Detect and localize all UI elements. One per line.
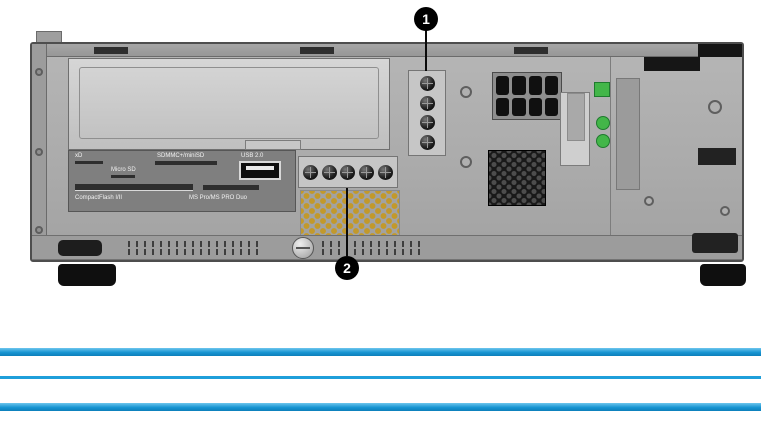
vent-dashes <box>128 239 262 257</box>
chassis-foot <box>58 264 116 286</box>
chassis-left-rail <box>32 44 47 260</box>
vent-dash-row <box>322 249 426 255</box>
guide-screws-column <box>408 70 446 156</box>
ms-pro-slot-label: MS Pro/MS PRO Duo <box>189 195 248 201</box>
ms-pro-slot <box>203 185 259 190</box>
screw-icon <box>340 164 356 180</box>
screw-hole-icon <box>35 148 43 156</box>
connector-pin <box>512 97 526 116</box>
flat-screw-icon <box>292 237 314 259</box>
screw-hole-icon <box>460 156 472 168</box>
usb-port <box>239 161 281 180</box>
vent-dash-row <box>322 241 426 247</box>
top-rail-slot <box>94 47 128 54</box>
chassis-foot <box>700 264 746 286</box>
optical-bay-shield <box>79 67 379 139</box>
connector-pin <box>544 76 558 95</box>
led-icon <box>596 134 610 148</box>
xd-slot <box>75 161 103 164</box>
usb-port-label: USB 2.0 <box>241 153 264 159</box>
connector-pin <box>496 76 510 95</box>
screw-icon <box>419 75 435 91</box>
sdmmc-slot-label: SDMMC+/miniSD <box>157 153 205 159</box>
screw-icon <box>419 135 435 151</box>
rear-port-block <box>698 148 736 165</box>
connector-vent-block <box>488 150 546 206</box>
screw-hole-icon <box>644 196 654 206</box>
callout-1-badge: 1 <box>414 7 438 31</box>
callout-2-leader <box>346 188 348 256</box>
connector-pin <box>528 76 542 95</box>
bottom-latch <box>692 233 738 253</box>
callout-1-number: 1 <box>422 11 430 27</box>
connector-pin <box>496 97 510 116</box>
screw-hole-icon <box>720 206 730 216</box>
bottom-slot <box>58 240 102 256</box>
table-rule-top <box>0 348 761 356</box>
power-led-block <box>594 82 610 97</box>
led-icon <box>596 116 610 130</box>
screw-hole-icon <box>460 86 472 98</box>
psu-corner-vent <box>698 44 742 57</box>
screw-hole-icon <box>35 226 43 234</box>
micro-sd-slot <box>111 175 135 178</box>
screw-icon <box>419 95 435 111</box>
optical-drive-bay <box>68 58 390 150</box>
power-connector <box>492 72 562 120</box>
screw-icon <box>302 164 318 180</box>
top-rail-slot <box>514 47 548 54</box>
micro-sd-slot-label: Micro SD <box>111 167 136 173</box>
compactflash-slot-label: CompactFlash I/II <box>75 195 123 201</box>
psu-divider <box>610 57 611 235</box>
callout-1-leader <box>425 30 427 71</box>
psu-vent-band <box>644 57 700 71</box>
screw-icon <box>419 115 435 131</box>
connector-pin <box>528 97 542 116</box>
chassis-body: xD Micro SD SDMMC+/miniSD USB 2.0 Compac… <box>30 42 744 262</box>
screw-hole-icon <box>35 68 43 76</box>
compactflash-slot <box>75 184 193 191</box>
front-vent-honeycomb <box>300 190 400 242</box>
screw-hole-icon <box>708 100 722 114</box>
chassis-top-tab <box>36 31 62 44</box>
chassis-bottom-strip <box>32 235 742 260</box>
psu-channel <box>616 78 640 190</box>
guide-screws-row <box>298 156 398 188</box>
screw-icon <box>359 164 375 180</box>
connector-pin <box>544 97 558 116</box>
sdmmc-slot <box>155 161 217 165</box>
table-rule-middle <box>0 376 761 379</box>
table-rule-bottom <box>0 403 761 411</box>
media-card-reader: xD Micro SD SDMMC+/miniSD USB 2.0 Compac… <box>68 150 296 212</box>
connector-pin <box>512 76 526 95</box>
top-rail-slot <box>300 47 334 54</box>
xd-slot-label: xD <box>75 153 83 159</box>
screw-icon <box>378 164 394 180</box>
vent-dashes <box>322 239 426 257</box>
vent-dash-row <box>128 241 262 247</box>
chassis-top-rail <box>32 44 742 57</box>
callout-2-number: 2 <box>343 260 351 276</box>
optical-bay-tab <box>245 140 301 150</box>
callout-2-badge: 2 <box>335 256 359 280</box>
drive-release-latch <box>560 92 590 166</box>
screw-icon <box>321 164 337 180</box>
vent-dash-row <box>128 249 262 255</box>
